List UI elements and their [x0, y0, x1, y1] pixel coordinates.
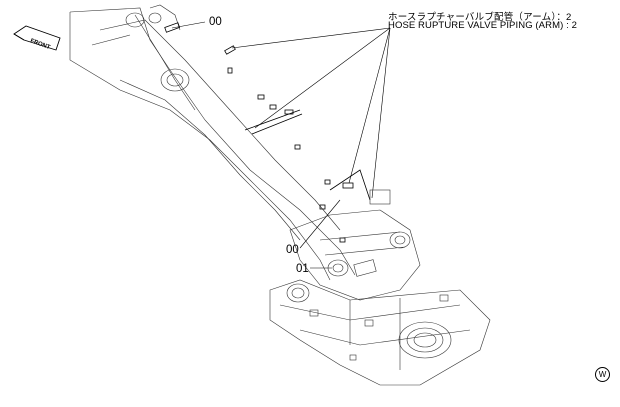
upper-pin-boss: [125, 12, 190, 92]
callout-title-en: HOSE RUPTURE VALVE PIPING (ARM) : 2: [388, 20, 577, 31]
part-number-label: 00: [286, 244, 299, 256]
hose-piping: [244, 109, 371, 201]
part-number-label: 00: [209, 16, 222, 28]
base-frame: [269, 279, 491, 386]
leader-lines: [171, 21, 391, 269]
part-number-label: 01: [296, 263, 309, 275]
hose-clamps: [164, 22, 354, 243]
bucket-link-assembly: [286, 189, 421, 303]
callout-title-jp: ホースラプチャーバルブ配管（アーム）：2: [388, 12, 572, 23]
arm-boom-outline: [69, 4, 356, 281]
front-arrow-icon: FRONT: [13, 25, 61, 51]
watermark-badge: W: [595, 367, 610, 382]
